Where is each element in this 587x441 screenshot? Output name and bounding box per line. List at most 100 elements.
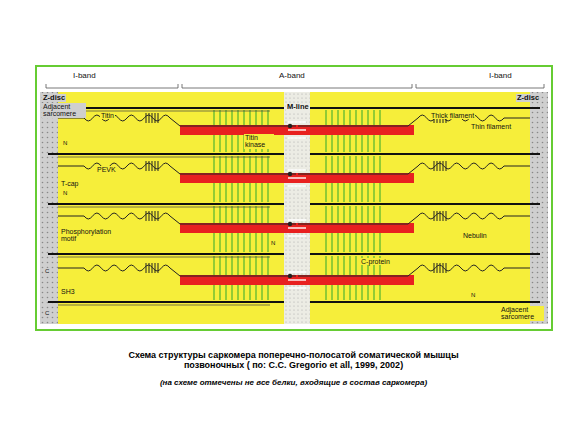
c-protein-tick: [268, 156, 269, 173]
m-bridge: [288, 177, 306, 178]
c-protein-tick: [350, 233, 351, 252]
pevk-segment: [152, 161, 153, 171]
nebulin: [58, 305, 270, 306]
m-bridge: [288, 169, 306, 170]
pevk-segment: [443, 211, 444, 221]
c-protein-tick: [250, 256, 251, 275]
pevk-segment: [158, 161, 159, 171]
c-protein-tick: [268, 233, 269, 252]
c-protein-tick: [232, 156, 233, 173]
c-protein-tick: [232, 183, 233, 202]
pevk-segment: [158, 263, 159, 273]
c-protein-tick: [256, 156, 257, 173]
c-protein-tick: [362, 183, 363, 202]
titin-kinase-dot: [288, 274, 292, 278]
c-protein-tick: [268, 206, 269, 223]
c-protein-tick: [220, 285, 221, 300]
c-protein-tick: [362, 285, 363, 300]
c-protein-tick: [374, 206, 375, 223]
c-protein-tick: [368, 183, 369, 202]
m-bridge: [288, 227, 306, 228]
filaments: [48, 108, 540, 305]
caption: Схема структуры саркомера поперечно-поло…: [0, 350, 587, 370]
c-protein-tick: [220, 110, 221, 125]
c-protein-tick: [356, 206, 357, 223]
band-brackets: [46, 84, 544, 88]
note: (на схеме отмечены не все белки, входящи…: [0, 378, 587, 387]
c-protein-tick: [362, 135, 363, 152]
c-protein-tick: [332, 285, 333, 300]
c-protein-tick: [238, 256, 239, 275]
part-label: Titin kinase: [244, 134, 274, 149]
c-protein-tick: [326, 183, 327, 202]
c-protein-tick: [344, 285, 345, 300]
thin-filament: [310, 301, 540, 303]
c-protein-tick: [232, 135, 233, 152]
pevk-segment: [158, 211, 159, 221]
c-protein-tick: [244, 156, 245, 173]
part-label: N: [62, 140, 68, 146]
part-label: N: [62, 190, 68, 196]
c-protein-tick: [338, 256, 339, 275]
z-disc-band: [530, 92, 548, 324]
c-protein-tick: [338, 183, 339, 202]
c-protein-tick: [214, 233, 215, 252]
c-protein-tick: [262, 233, 263, 252]
c-protein-tick: [238, 110, 239, 125]
c-protein-tick: [338, 110, 339, 125]
part-label: C: [44, 310, 50, 316]
c-protein-tick: [356, 233, 357, 252]
c-protein-tick: [268, 285, 269, 300]
c-protein-tick: [380, 285, 381, 300]
c-protein-tick: [374, 233, 375, 252]
c-protein-tick: [380, 233, 381, 252]
c-protein-tick: [332, 156, 333, 173]
c-protein-tick: [256, 183, 257, 202]
part-label: N: [270, 240, 276, 246]
part-label: T-cap: [60, 180, 80, 187]
c-protein-tick: [268, 110, 269, 125]
c-protein-tick: [332, 256, 333, 275]
pevk-segment: [155, 161, 156, 171]
c-protein-tick: [338, 233, 339, 252]
c-protein-tick: [326, 285, 327, 300]
c-protein-tick: [256, 285, 257, 300]
pevk-segment: [440, 161, 441, 171]
pevk-segment: [437, 211, 438, 221]
pevk-segment: [146, 263, 147, 273]
c-protein-tick: [238, 156, 239, 173]
pevk-segment: [440, 211, 441, 221]
pevk-segment: [443, 263, 444, 273]
c-protein-tick: [350, 285, 351, 300]
pevk-segment: [146, 161, 147, 171]
c-protein-tick: [380, 110, 381, 125]
m-bridge: [288, 137, 306, 138]
c-protein-tick: [344, 256, 345, 275]
thin-filament: [48, 203, 284, 205]
part-label: M-line: [286, 103, 310, 111]
part-label: N: [470, 292, 476, 298]
frame: [36, 66, 552, 330]
titin: [58, 213, 296, 224]
c-protein-tick: [214, 256, 215, 275]
c-protein-tick: [332, 206, 333, 223]
pevk-segment: [440, 263, 441, 273]
c-protein-tick: [226, 256, 227, 275]
c-protein-tick: [238, 135, 239, 152]
c-protein-tick: [350, 206, 351, 223]
c-protein-tick: [338, 285, 339, 300]
c-protein-tick: [362, 206, 363, 223]
c-protein-tick: [368, 135, 369, 152]
c-protein-tick: [368, 156, 369, 173]
titin-kinase-dot: [288, 124, 292, 128]
c-protein-tick: [380, 135, 381, 152]
z-disc-band: [40, 92, 58, 324]
c-protein-tick: [326, 110, 327, 125]
c-protein-tick: [214, 156, 215, 173]
part-label: I-band: [72, 72, 97, 80]
c-protein-tick: [350, 256, 351, 275]
c-protein-tick: [262, 256, 263, 275]
c-protein-tick: [226, 135, 227, 152]
c-protein-tick: [238, 285, 239, 300]
pevk-segment: [443, 161, 444, 171]
